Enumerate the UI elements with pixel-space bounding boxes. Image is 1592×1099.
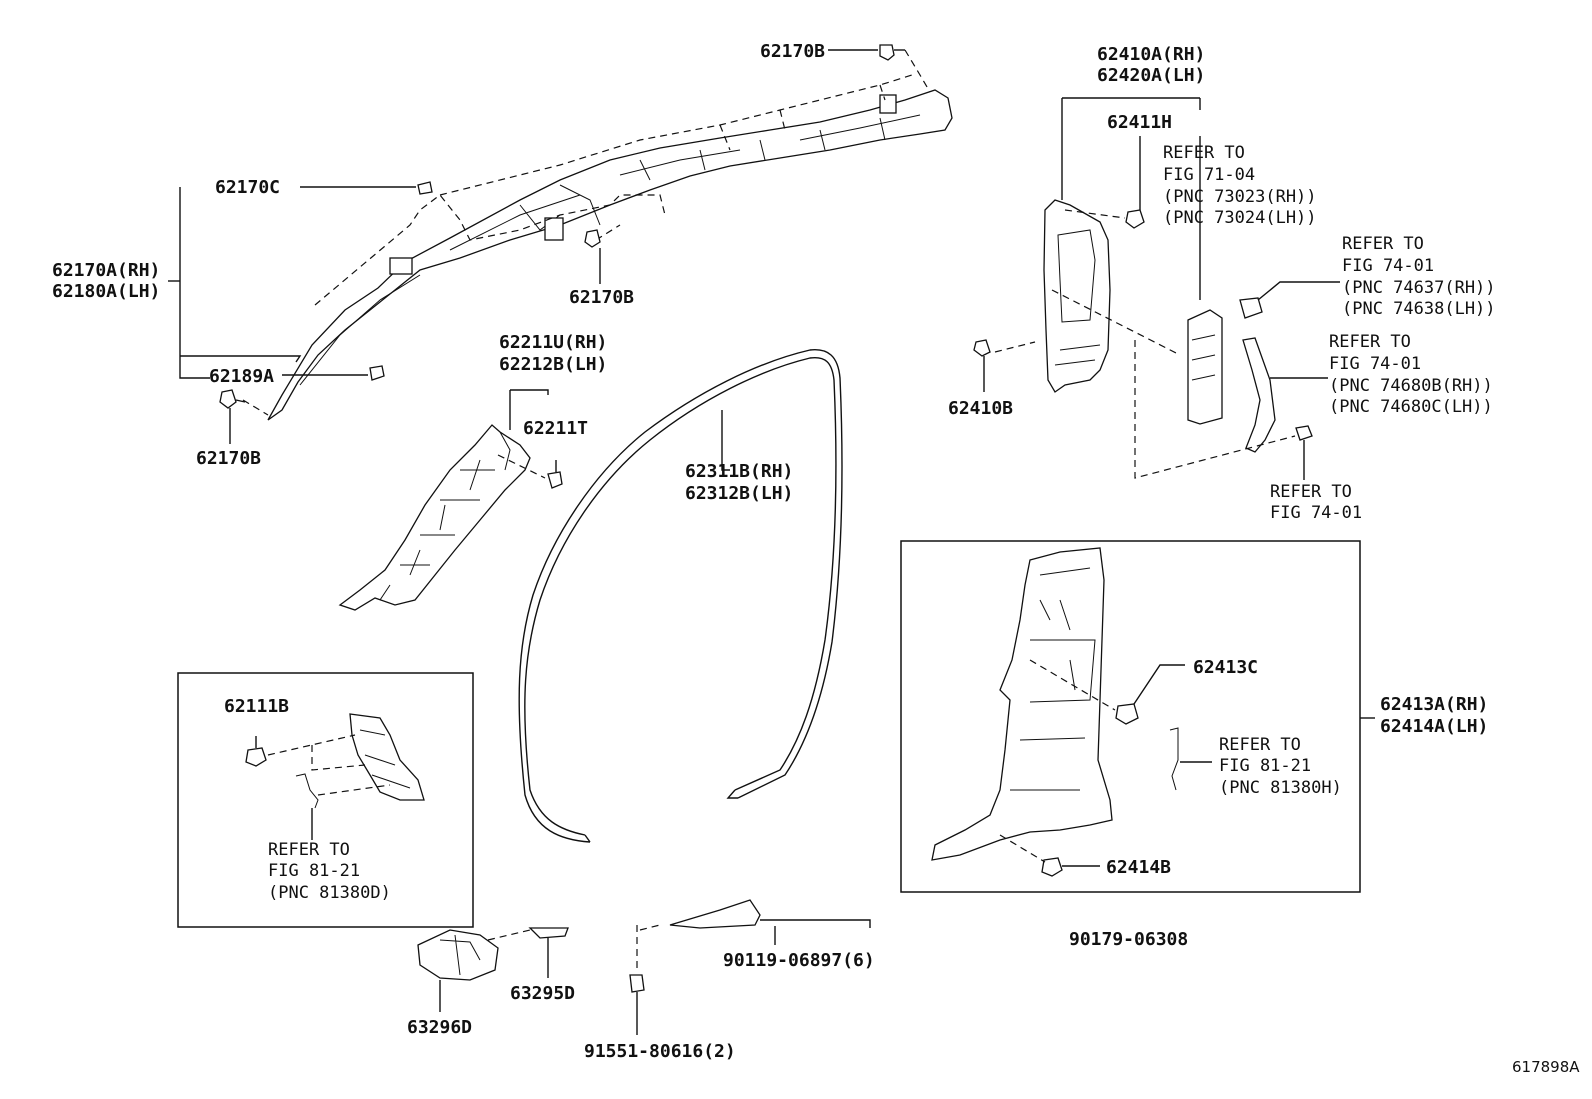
ref-fig-71-04: REFER TO FIG 71-04 (PNC 73023(RH)) (PNC …: [1163, 143, 1317, 228]
label-62413a-rh: 62413A(RH): [1380, 694, 1488, 715]
clip-62211t-icon: [547, 460, 563, 489]
ref-line: REFER TO: [1219, 735, 1301, 755]
harness-81380d-icon: [295, 773, 319, 809]
ref-line: FIG 71-04: [1163, 165, 1255, 185]
bolt-91551-icon: [629, 974, 645, 1035]
clip-62170b-top-icon: [879, 44, 905, 61]
roof-side-garnish: [267, 89, 953, 421]
clip-62414b-icon: [1041, 857, 1063, 877]
clip-62111b-icon: [245, 736, 267, 767]
ref-line: (PNC 74638(LH)): [1342, 299, 1496, 319]
clip-62189a-icon: [369, 365, 385, 381]
figure-id: 617898A: [1512, 1058, 1580, 1076]
ref-fig-74-01-a: REFER TO FIG 74-01 (PNC 74637(RH)) (PNC …: [1342, 234, 1496, 319]
shoulder-belt-anchor: [1242, 337, 1276, 453]
label-90119: 90119-06897(6): [723, 950, 875, 971]
ref-line: FIG 74-01: [1270, 503, 1362, 523]
door-weatherstrip: [518, 349, 843, 843]
harness-81380h-icon: [1169, 727, 1179, 791]
label-62170c: 62170C: [215, 177, 280, 198]
clip-62411h-icon: [1125, 209, 1145, 229]
clip-62170c-icon: [417, 181, 433, 195]
cowl-side-trim: [349, 713, 425, 801]
ref-line: (PNC 73024(LH)): [1163, 208, 1317, 228]
bolt-fig74-icon: [1295, 425, 1313, 441]
front-pillar-garnish: [338, 424, 531, 611]
ref-line: (PNC 81380H): [1219, 778, 1342, 798]
label-62111b: 62111B: [224, 696, 289, 717]
scuff-plate-90119: [669, 899, 871, 929]
clip-62413c-icon: [1115, 703, 1139, 725]
label-63295d: 63295D: [510, 983, 575, 1004]
ref-fig-74-01-c: REFER TO FIG 74-01: [1270, 482, 1362, 523]
label-62170b-top: 62170B: [760, 41, 825, 62]
seatbelt-cover-icon: [1239, 297, 1263, 319]
ref-line: REFER TO: [1342, 234, 1424, 254]
center-pillar-upper-garnish: [1043, 199, 1111, 393]
label-91551: 91551-80616(2): [584, 1041, 736, 1062]
inset-box-cowl: [177, 672, 474, 928]
clip-62170b-left-icon: [219, 389, 246, 409]
label-62410b: 62410B: [948, 398, 1013, 419]
label-62410a-rh: 62410A(RH): [1097, 44, 1205, 65]
ref-line: REFER TO: [1270, 482, 1352, 502]
label-62420a-lh: 62420A(LH): [1097, 65, 1205, 86]
ref-line: (PNC 81380D): [268, 883, 391, 903]
ref-line: FIG 81-21: [268, 861, 360, 881]
label-62170b-left: 62170B: [196, 448, 261, 469]
ref-line: FIG 74-01: [1329, 354, 1421, 374]
label-62411h: 62411H: [1107, 112, 1172, 133]
center-pillar-trim-piece: [1187, 309, 1223, 425]
ref-fig-81-21-h: REFER TO FIG 81-21 (PNC 81380H): [1219, 735, 1342, 798]
label-90179-06308: 90179-06308: [1069, 929, 1188, 950]
ref-line: (PNC 74680B(RH)): [1329, 376, 1493, 396]
ref-line: (PNC 73023(RH)): [1163, 187, 1317, 207]
ref-line: (PNC 74637(RH)): [1342, 278, 1496, 298]
label-62170a-rh: 62170A(RH): [52, 260, 160, 281]
ref-fig-74-01-b: REFER TO FIG 74-01 (PNC 74680B(RH)) (PNC…: [1329, 332, 1493, 417]
center-pillar-lower-garnish: [931, 547, 1113, 861]
label-62413c: 62413C: [1193, 657, 1258, 678]
label-62170b-mid: 62170B: [569, 287, 634, 308]
garnish-dashed-leaders: [242, 49, 931, 416]
label-62180a-lh: 62180A(LH): [52, 281, 160, 302]
label-63296d: 63296D: [407, 1017, 472, 1038]
ref-line: REFER TO: [1329, 332, 1411, 352]
ref-line: REFER TO: [268, 840, 350, 860]
ref-line: FIG 74-01: [1342, 256, 1434, 276]
ref-line: REFER TO: [1163, 143, 1245, 163]
label-62414a-lh: 62414A(LH): [1380, 716, 1488, 737]
inset-box-center-pillar-lower: [900, 540, 1361, 893]
clip-62170b-mid-icon: [584, 229, 601, 248]
label-62312b-lh: 62312B(LH): [685, 483, 793, 504]
label-62212b-lh: 62212B(LH): [499, 354, 607, 375]
ref-line: (PNC 74680C(LH)): [1329, 397, 1493, 417]
ref-fig-81-21-d: REFER TO FIG 81-21 (PNC 81380D): [268, 840, 391, 903]
label-62211t: 62211T: [523, 418, 588, 439]
label-62414b: 62414B: [1106, 857, 1171, 878]
clip-62410b-icon: [973, 339, 991, 357]
label-62211u-rh: 62211U(RH): [499, 332, 607, 353]
label-62189a: 62189A: [209, 366, 274, 387]
step-bracket-63296d: [417, 929, 499, 981]
label-62311b-rh: 62311B(RH): [685, 461, 793, 482]
pad-63295d: [528, 927, 569, 939]
ref-line: FIG 81-21: [1219, 756, 1311, 776]
